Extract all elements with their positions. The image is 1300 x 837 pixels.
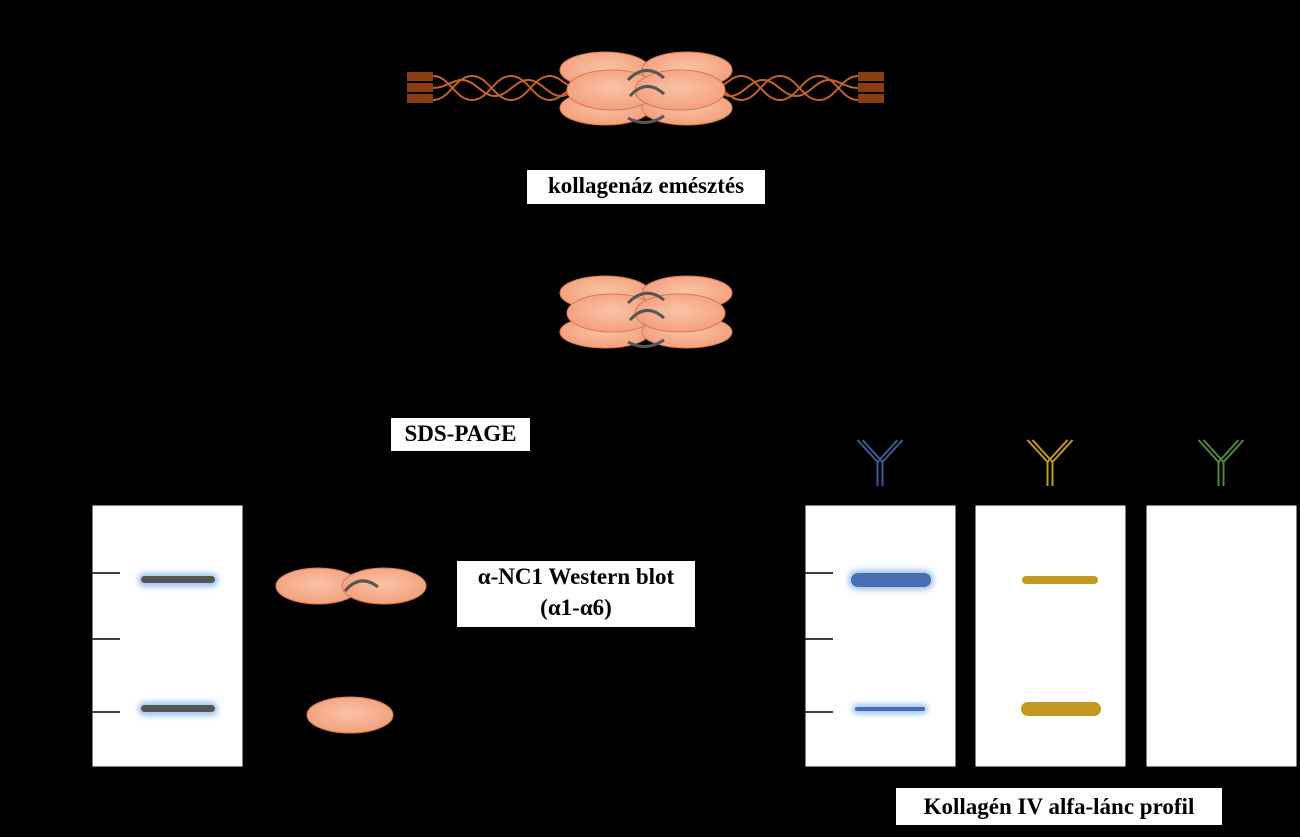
antibodies [856, 439, 1245, 486]
nc1-monomer [306, 696, 394, 734]
right-triple-helix [715, 74, 859, 102]
collagen-iv-molecule [407, 51, 884, 126]
antibody-icon [1197, 439, 1245, 486]
western-blot-gel-2 [974, 504, 1127, 768]
antibody-icon [856, 439, 904, 486]
nc1-hexamer-top [559, 51, 733, 126]
gel-band-monomer [138, 702, 218, 716]
disulfide-bonds-top [626, 69, 665, 124]
nc1-dimer [275, 567, 427, 605]
western-blot-gel-3 [1145, 504, 1298, 768]
western-blot-gel-1 [804, 504, 957, 768]
gold-band-monomer [1021, 702, 1101, 716]
profile-label: Kollagén IV alfa-lánc profil [896, 788, 1222, 825]
western-blot-label: α-NC1 Western blot (α1-α6) [457, 561, 695, 627]
sds-page-gel [91, 504, 244, 768]
left-7s-domain [407, 72, 433, 103]
disulfide-bonds-middle [626, 291, 665, 348]
gel-band-dimer [138, 573, 218, 587]
right-7s-domain [858, 72, 884, 103]
antibody-icon [1026, 439, 1074, 486]
blue-band-dimer [848, 570, 934, 590]
digestion-label: kollagenáz emésztés [527, 170, 765, 204]
gold-band-dimer [1022, 576, 1098, 584]
blue-band-monomer [852, 704, 928, 714]
sds-page-label: SDS-PAGE [391, 418, 530, 451]
left-triple-helix [432, 74, 576, 102]
